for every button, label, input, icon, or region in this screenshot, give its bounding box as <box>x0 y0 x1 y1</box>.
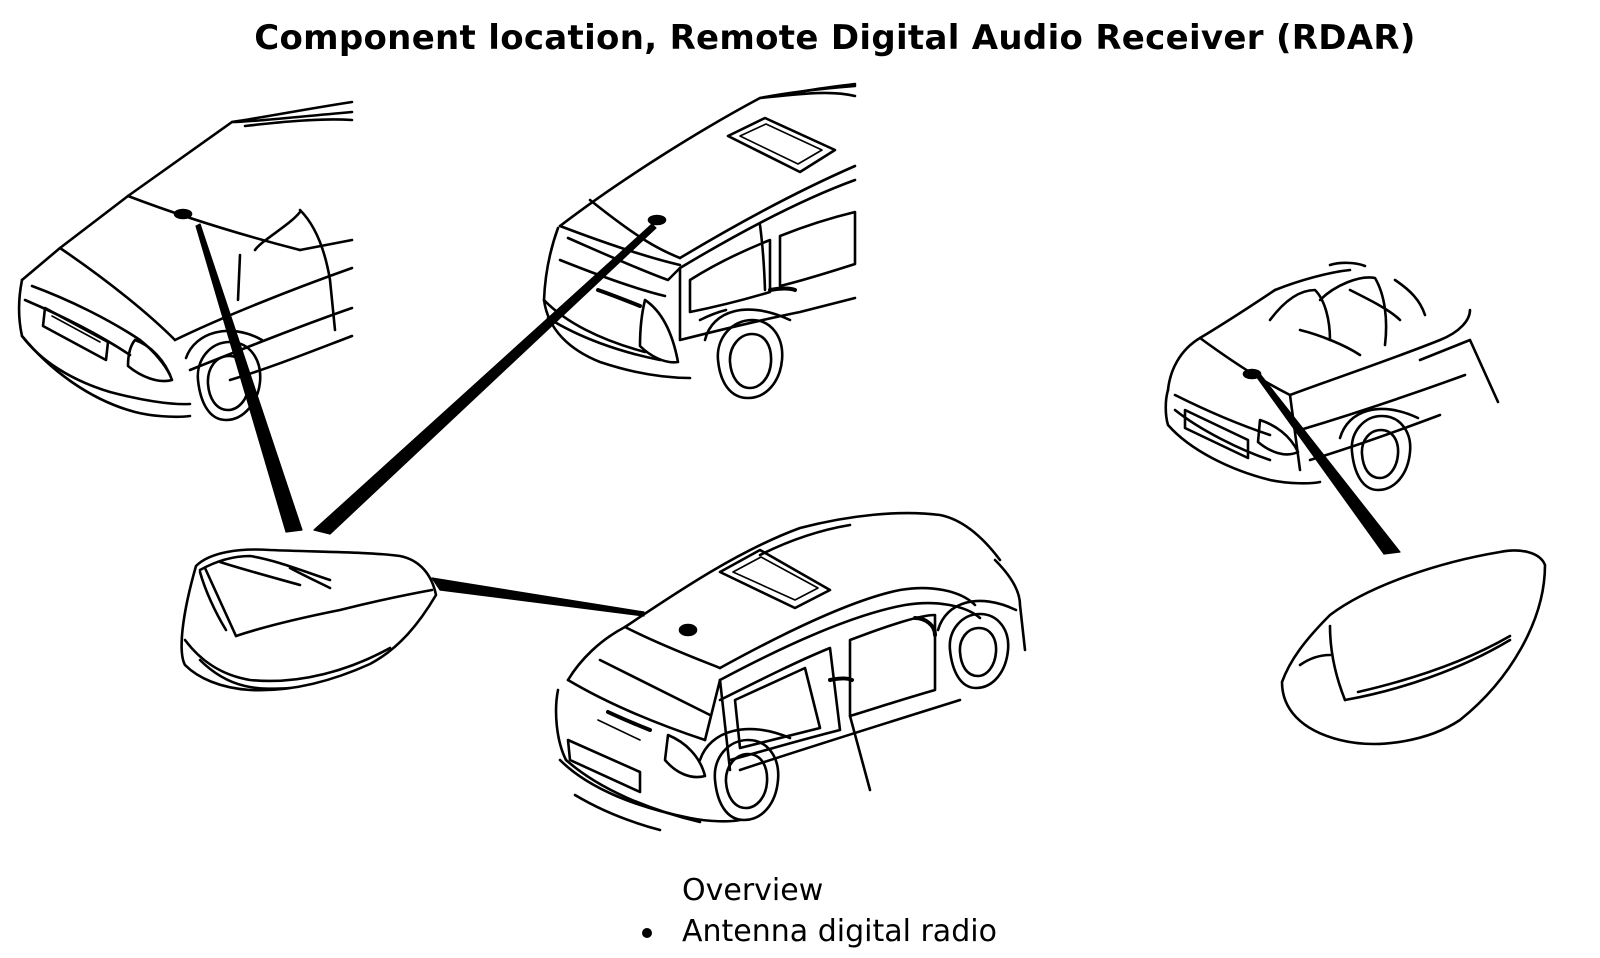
legend-list: Antenna digital radio <box>640 911 997 952</box>
legend-heading: Overview <box>682 873 824 908</box>
legend-item: Antenna digital radio <box>640 911 997 952</box>
estate-rear-view-icon <box>542 82 857 400</box>
bullet-icon <box>642 928 652 938</box>
convertible-rear-view-icon <box>1164 261 1500 492</box>
shark-fin-antenna-icon <box>180 548 438 692</box>
flat-antenna-icon <box>1280 549 1547 746</box>
callout-line-convertible <box>1255 373 1401 555</box>
hatchback-rear-view-icon <box>554 511 1027 832</box>
page-title: Component location, Remote Digital Audio… <box>254 18 1416 58</box>
legend-item-label: Antenna digital radio <box>682 914 997 949</box>
callout-line-hatchback <box>431 577 645 617</box>
sedan-rear-view-icon <box>17 100 354 422</box>
legend: Overview Antenna digital radio <box>640 870 997 952</box>
callout-line-sedan <box>195 223 303 533</box>
callout-line-estate <box>313 223 657 535</box>
callout-lines <box>195 223 1401 617</box>
